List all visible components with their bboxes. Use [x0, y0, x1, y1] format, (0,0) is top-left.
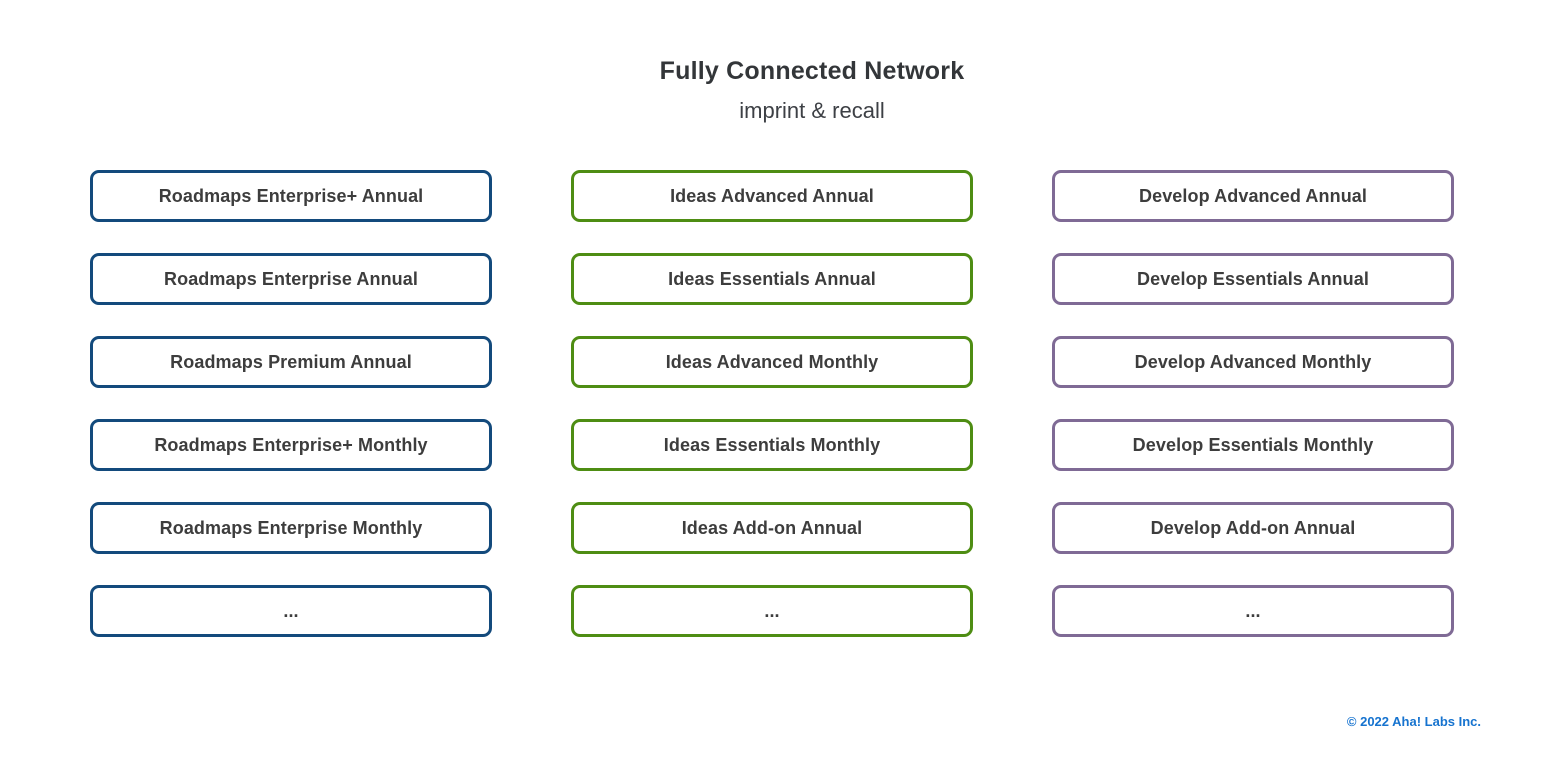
page-title: Fully Connected Network [659, 57, 965, 85]
node-roadmaps-enterprise-monthly: Roadmaps Enterprise Monthly [90, 502, 492, 554]
node-ideas-advanced-monthly: Ideas Advanced Monthly [571, 336, 973, 388]
node-roadmaps-enterprise-annual: Roadmaps Enterprise Annual [90, 253, 492, 305]
column-develop: Develop Advanced Annual Develop Essentia… [1052, 170, 1454, 637]
node-ideas-ellipsis: ... [571, 585, 973, 637]
node-ideas-advanced-annual: Ideas Advanced Annual [571, 170, 973, 222]
node-develop-ellipsis: ... [1052, 585, 1454, 637]
node-ideas-essentials-annual: Ideas Essentials Annual [571, 253, 973, 305]
node-ideas-add-on-annual: Ideas Add-on Annual [571, 502, 973, 554]
copyright-link[interactable]: © 2022 Aha! Labs Inc. [1346, 714, 1481, 729]
node-roadmaps-enterprise-plus-monthly: Roadmaps Enterprise+ Monthly [90, 419, 492, 471]
node-develop-add-on-annual: Develop Add-on Annual [1052, 502, 1454, 554]
node-roadmaps-premium-annual: Roadmaps Premium Annual [90, 336, 492, 388]
node-develop-essentials-annual: Develop Essentials Annual [1052, 253, 1454, 305]
column-ideas: Ideas Advanced Annual Ideas Essentials A… [571, 170, 973, 637]
page-subtitle: imprint & recall [739, 98, 885, 123]
node-develop-advanced-monthly: Develop Advanced Monthly [1052, 336, 1454, 388]
node-roadmaps-ellipsis: ... [90, 585, 492, 637]
node-ideas-essentials-monthly: Ideas Essentials Monthly [571, 419, 973, 471]
node-roadmaps-enterprise-plus-annual: Roadmaps Enterprise+ Annual [90, 170, 492, 222]
node-develop-essentials-monthly: Develop Essentials Monthly [1052, 419, 1454, 471]
column-roadmaps: Roadmaps Enterprise+ Annual Roadmaps Ent… [90, 170, 492, 637]
diagram-heading: Fully Connected Network imprint & recall [660, 57, 965, 124]
node-develop-advanced-annual: Develop Advanced Annual [1052, 170, 1454, 222]
